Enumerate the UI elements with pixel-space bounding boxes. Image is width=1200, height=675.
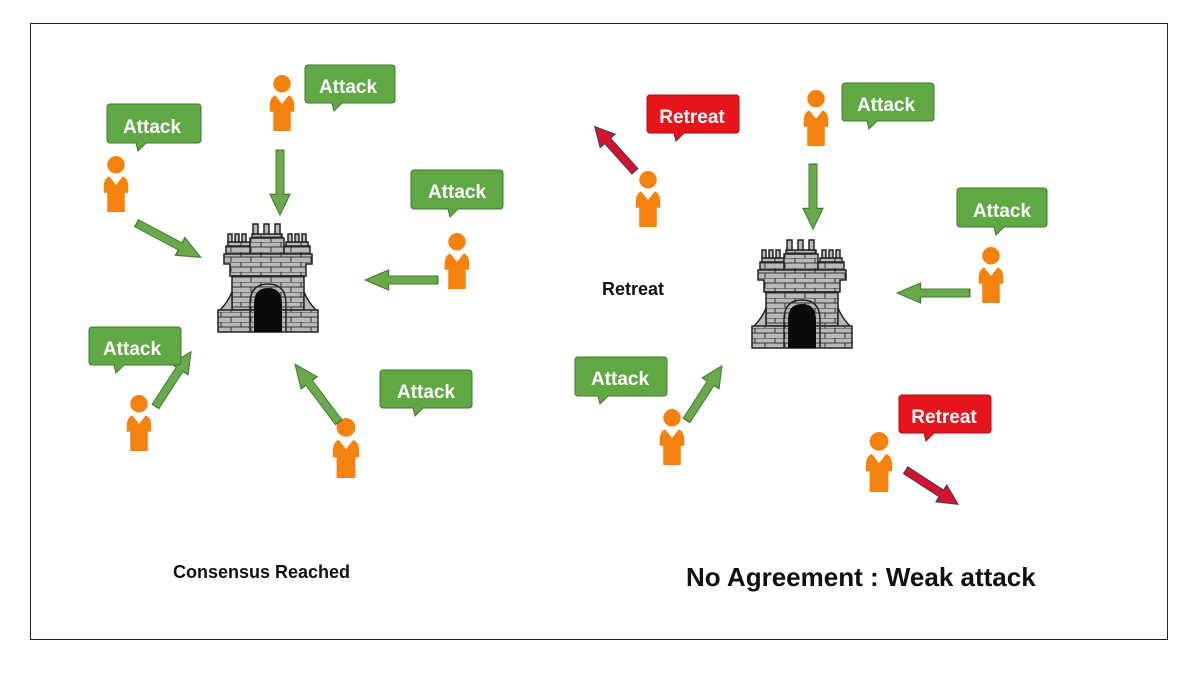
general-person-icon <box>269 75 295 131</box>
general-person-icon <box>659 409 685 465</box>
left-scenario-caption: Consensus Reached <box>173 562 351 582</box>
general-person-icon <box>444 233 470 289</box>
attack-arrow <box>802 163 824 231</box>
general-person-icon <box>865 432 893 492</box>
attack-speech-bubble: Attack <box>841 82 935 130</box>
general-person-icon <box>332 418 360 478</box>
attack-arrow <box>294 363 343 426</box>
retreat-bubble-label: Retreat <box>659 107 725 128</box>
attack-bubble-label: Attack <box>319 77 378 98</box>
right-scenario-caption: No Agreement : Weak attack <box>686 562 1036 592</box>
retreat-bubble-label: Retreat <box>911 407 977 428</box>
attack-arrow <box>363 269 439 291</box>
general-person-icon <box>635 171 661 227</box>
attack-bubble-label: Attack <box>397 382 456 403</box>
general-person-icon <box>103 156 129 212</box>
castle-icon <box>751 239 853 349</box>
attack-bubble-label: Attack <box>428 182 487 203</box>
retreat-arrow <box>593 125 639 175</box>
general-person-icon <box>803 90 829 146</box>
attack-bubble-label: Attack <box>103 339 162 360</box>
attack-speech-bubble: Attack <box>956 187 1048 236</box>
attack-arrow <box>151 350 192 410</box>
attack-arrow <box>269 149 291 217</box>
attack-speech-bubble: Attack <box>304 64 396 112</box>
retreat-speech-bubble: Retreat <box>646 94 740 142</box>
attack-speech-bubble: Attack <box>88 326 182 374</box>
retreat-speech-bubble: Retreat <box>898 394 992 442</box>
attack-arrow <box>895 282 971 304</box>
attack-arrow <box>682 364 723 424</box>
attack-speech-bubble: Attack <box>410 169 504 218</box>
retreat-arrow <box>902 466 960 505</box>
attack-speech-bubble: Attack <box>379 369 473 417</box>
attack-arrow <box>133 218 202 258</box>
attack-bubble-label: Attack <box>973 201 1032 222</box>
attack-bubble-label: Attack <box>857 95 916 116</box>
general-person-icon <box>978 247 1004 303</box>
attack-speech-bubble: Attack <box>574 356 668 405</box>
attack-bubble-label: Attack <box>123 117 182 138</box>
general-person-icon <box>126 395 152 451</box>
castle-icon <box>217 223 319 333</box>
standalone-retreat-label: Retreat <box>602 279 665 299</box>
attack-bubble-label: Attack <box>591 369 650 390</box>
attack-speech-bubble: Attack <box>106 103 202 152</box>
